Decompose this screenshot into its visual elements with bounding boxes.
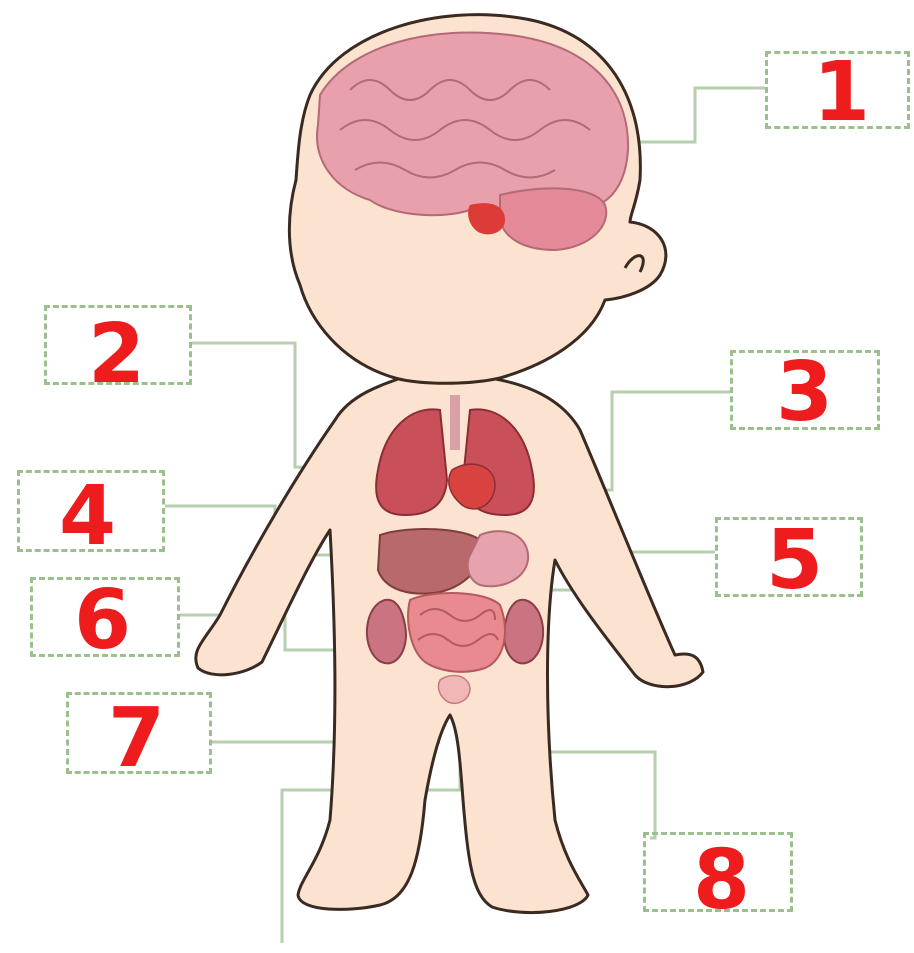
label-number-6: 6 bbox=[74, 580, 131, 662]
right-kidney bbox=[504, 600, 543, 664]
leader-line-1 bbox=[640, 88, 765, 142]
label-number-5: 5 bbox=[766, 520, 823, 602]
label-number-2: 2 bbox=[88, 314, 145, 396]
intestines bbox=[408, 593, 505, 672]
bladder bbox=[438, 676, 470, 704]
label-number-3: 3 bbox=[776, 352, 833, 434]
label-number-4: 4 bbox=[59, 476, 116, 558]
left-kidney bbox=[367, 600, 406, 664]
label-number-7: 7 bbox=[108, 698, 165, 780]
label-number-8: 8 bbox=[693, 840, 750, 922]
trachea bbox=[450, 395, 460, 450]
label-number-1: 1 bbox=[813, 52, 870, 134]
